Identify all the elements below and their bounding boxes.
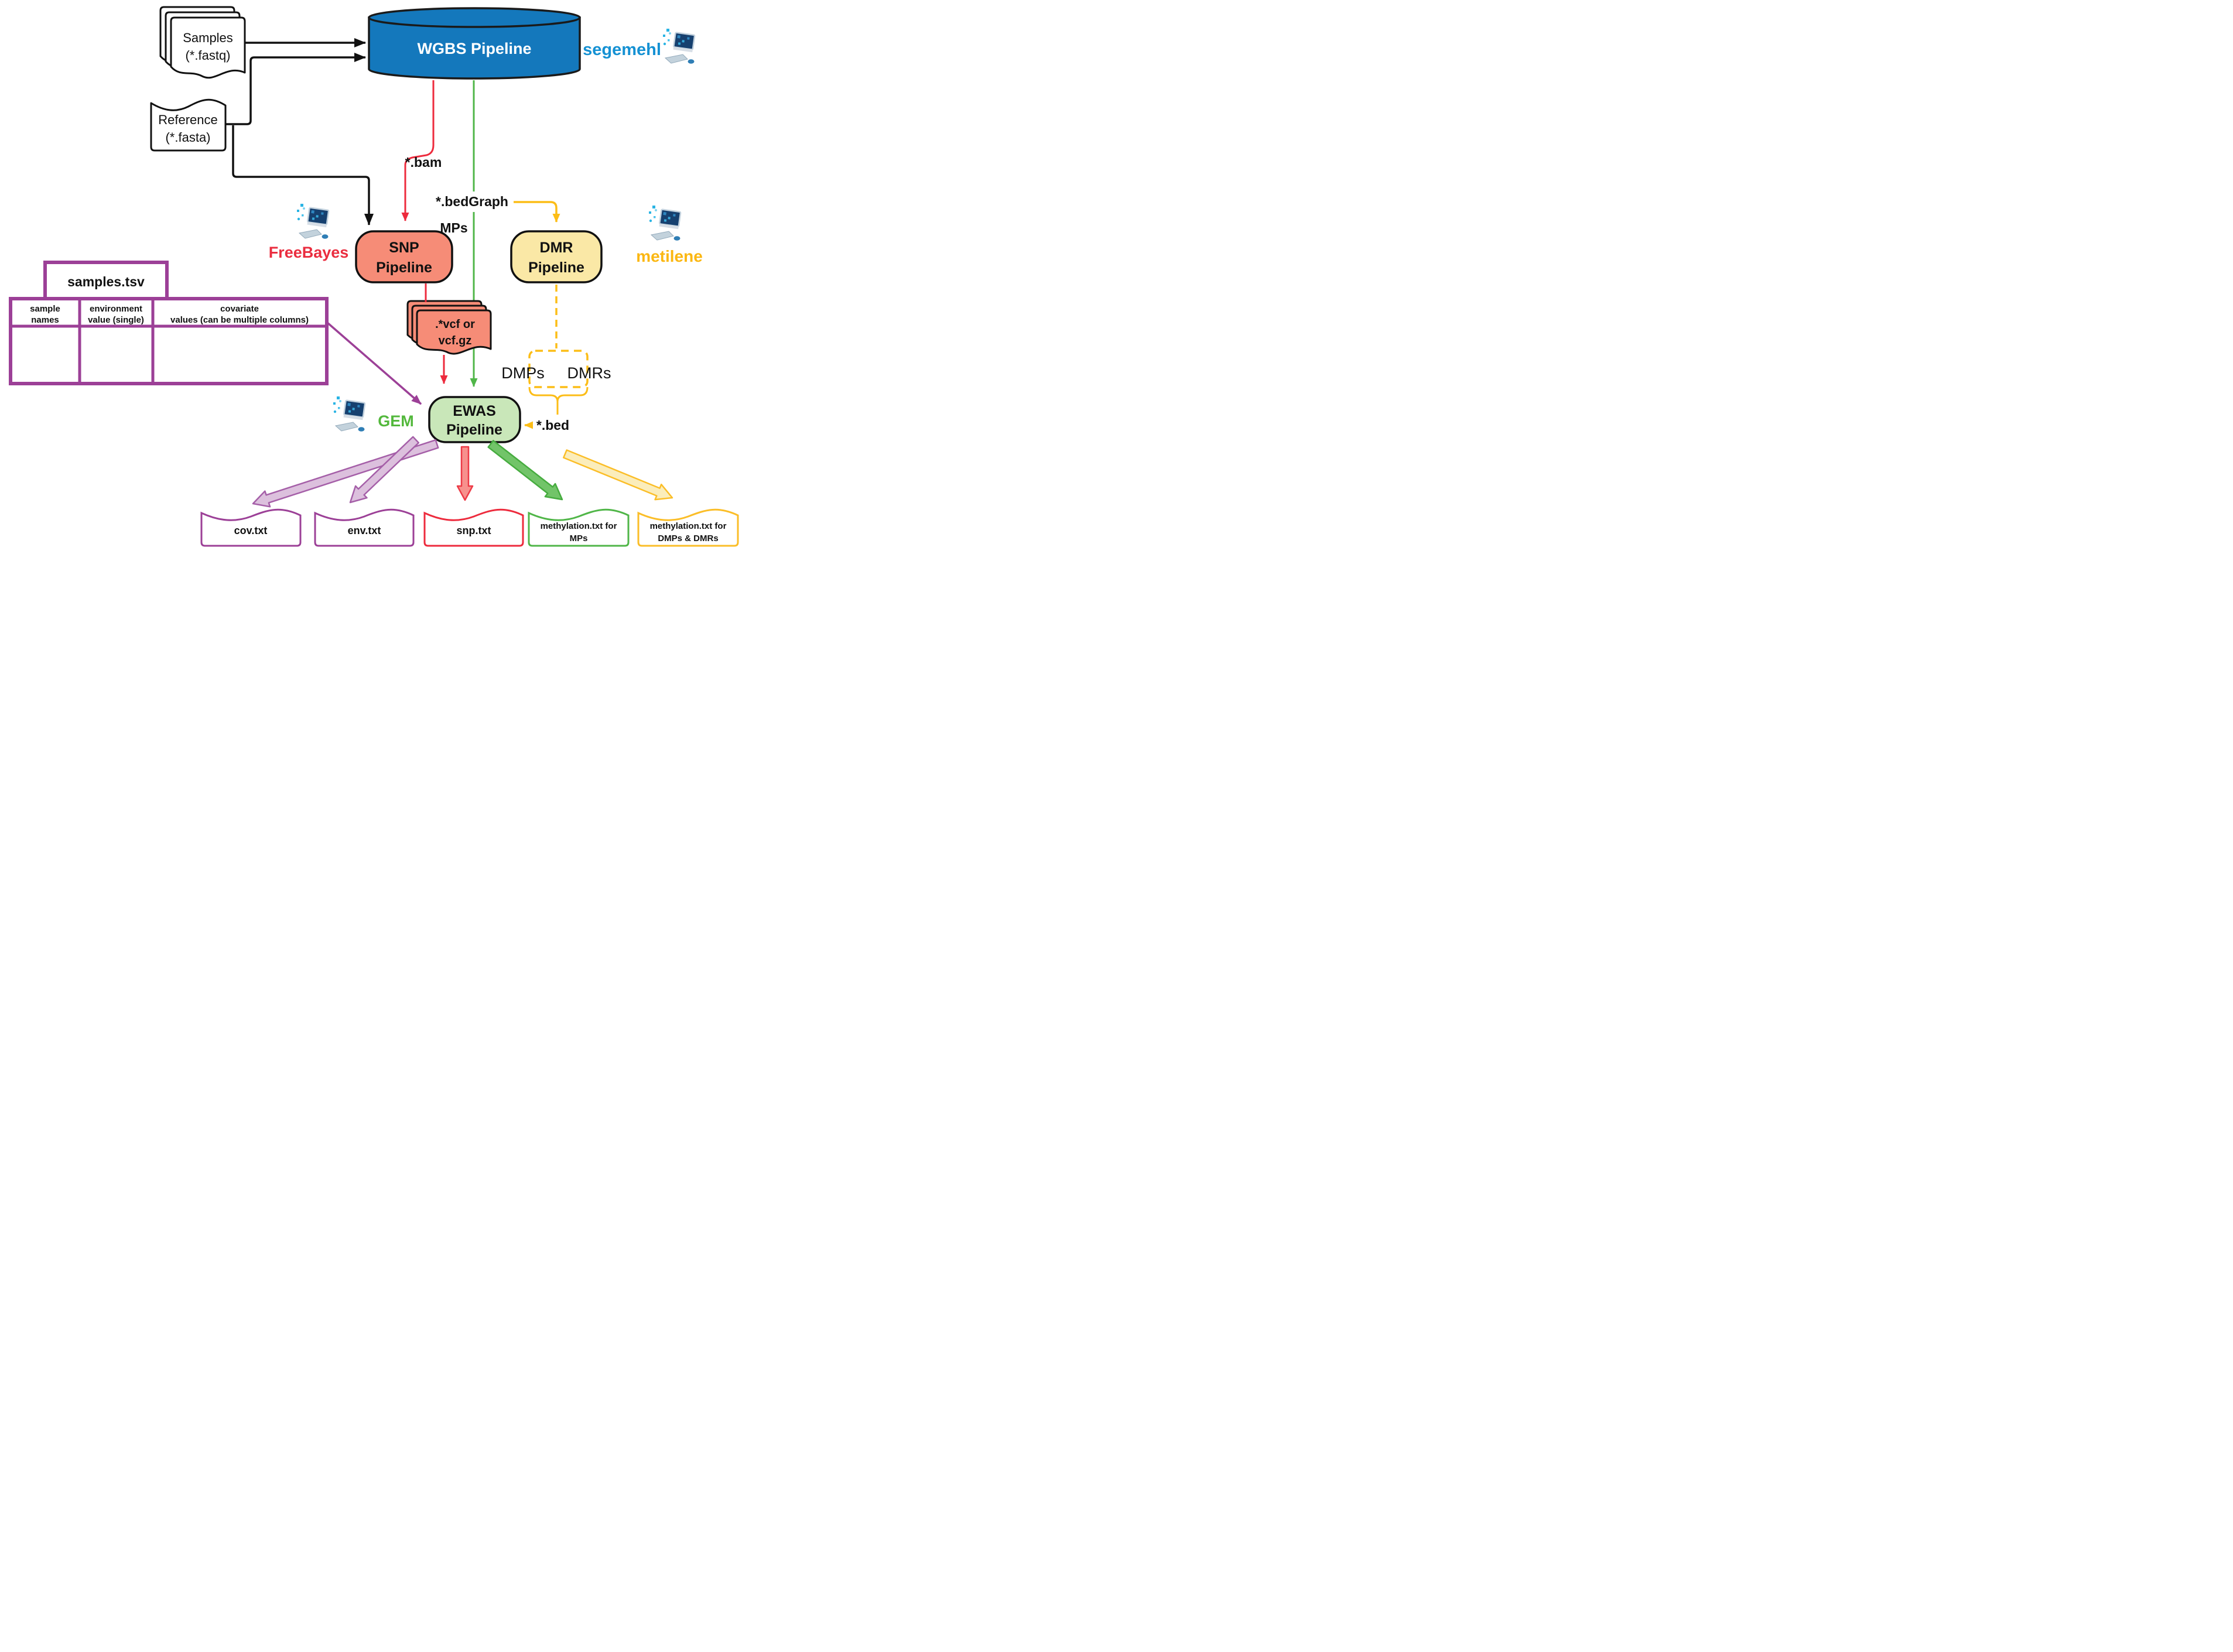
samples-doc-page1	[170, 16, 246, 79]
freebayes-label: FreeBayes	[269, 244, 349, 261]
ewas-label-line1: EWAS	[453, 403, 496, 419]
freebayes-computer-icon	[296, 203, 330, 240]
ewas-pipeline-node	[428, 396, 521, 443]
dmps-label: DMPs	[501, 364, 545, 382]
cov-txt-label: cov.txt	[234, 525, 268, 536]
vcf-doc-page1	[416, 309, 492, 355]
wgbs-cylinder-top	[368, 7, 581, 28]
ewas-label-line2: Pipeline	[446, 422, 502, 438]
arrow-table-to-ewas	[326, 321, 422, 405]
snp-label-line2: Pipeline	[376, 259, 432, 276]
meth-mps-label-line1: methylation.txt for	[541, 521, 617, 531]
meth-mps-label-line2: MPs	[570, 533, 588, 543]
reference-label-line1: Reference	[158, 112, 218, 127]
samples-tsv-outline	[9, 297, 329, 385]
pipeline-diagram: WGBS Pipeline Samples (*.fastq) Referenc…	[0, 0, 744, 550]
col3-header-line1: covariate	[220, 304, 259, 314]
samples-label-line2: (*.fastq)	[185, 48, 230, 63]
meth-dmrs-label-line2: DMPs & DMRs	[658, 533, 718, 543]
snp-txt-doc	[423, 508, 524, 547]
wgbs-cylinder-body	[368, 16, 581, 80]
samples-tsv-title: samples.tsv	[67, 274, 145, 289]
brace-dmps-dmrs	[528, 387, 589, 402]
col1-header-line2: names	[31, 315, 59, 325]
meth-mps-doc	[528, 508, 630, 547]
cov-txt-doc	[200, 508, 302, 547]
wgbs-label: WGBS Pipeline	[417, 40, 531, 57]
col1-header-line1: sample	[30, 304, 60, 314]
gem-computer-icon	[332, 395, 366, 433]
col2-header-line1: environment	[90, 304, 142, 314]
mps-label: MPs	[440, 220, 467, 235]
dmrs-label: DMRs	[567, 364, 611, 382]
dmr-label-line1: DMR	[540, 240, 573, 256]
col3-header-line2: values (can be multiple columns)	[170, 315, 309, 325]
bam-label: *.bam	[405, 155, 442, 170]
reference-label-line2: (*.fasta)	[165, 130, 210, 145]
samples-doc	[159, 6, 246, 79]
dmps-dmrs-dashed-box	[528, 350, 589, 388]
env-txt-label: env.txt	[348, 525, 381, 536]
bed-label: *.bed	[536, 418, 569, 433]
arrow-reference-to-snp	[232, 125, 374, 225]
segemehl-computer-icon	[662, 28, 696, 65]
snp-pipeline-node	[355, 230, 453, 283]
meth-dmrs-doc	[637, 508, 739, 547]
metilene-computer-icon	[648, 204, 682, 242]
block-arrow-ewas-to-snp-txt	[456, 446, 474, 501]
vcf-label-line1: .*vcf or	[435, 318, 475, 331]
arrow-wgbs-bam-to-snp	[401, 80, 435, 221]
block-arrow-bed-to-meth-dmrs	[563, 449, 673, 501]
block-arrow-ewas-to-env	[349, 436, 420, 504]
col2-header-line2: value (single)	[88, 315, 144, 325]
meth-dmrs-label-line1: methylation.txt for	[650, 521, 727, 531]
metilene-label: metilene	[636, 247, 703, 265]
arrow-reference-to-wgbs	[225, 53, 366, 125]
vcf-label-line2: vcf.gz	[439, 334, 472, 347]
snp-txt-label: snp.txt	[456, 525, 491, 536]
env-txt-doc	[314, 508, 415, 547]
arrow-bedgraph-to-dmr	[514, 201, 560, 223]
vcf-doc	[406, 300, 492, 355]
reference-doc	[150, 98, 227, 152]
block-arrow-ewas-to-meth-mps	[487, 440, 563, 501]
dmr-label-line2: Pipeline	[528, 259, 584, 276]
gem-label: GEM	[378, 412, 414, 430]
dmr-pipeline-node	[510, 230, 603, 283]
segemehl-label: segemehl	[583, 40, 661, 59]
diagram-svg: WGBS Pipeline Samples (*.fastq) Referenc…	[9, 6, 739, 547]
bedgraph-label: *.bedGraph	[436, 194, 508, 209]
samples-label-line1: Samples	[183, 30, 233, 45]
wgbs-pipeline-node: WGBS Pipeline	[368, 7, 581, 80]
snp-label-line1: SNP	[389, 240, 419, 256]
samples-tsv-table: samples.tsv sample names environment val…	[9, 261, 329, 385]
